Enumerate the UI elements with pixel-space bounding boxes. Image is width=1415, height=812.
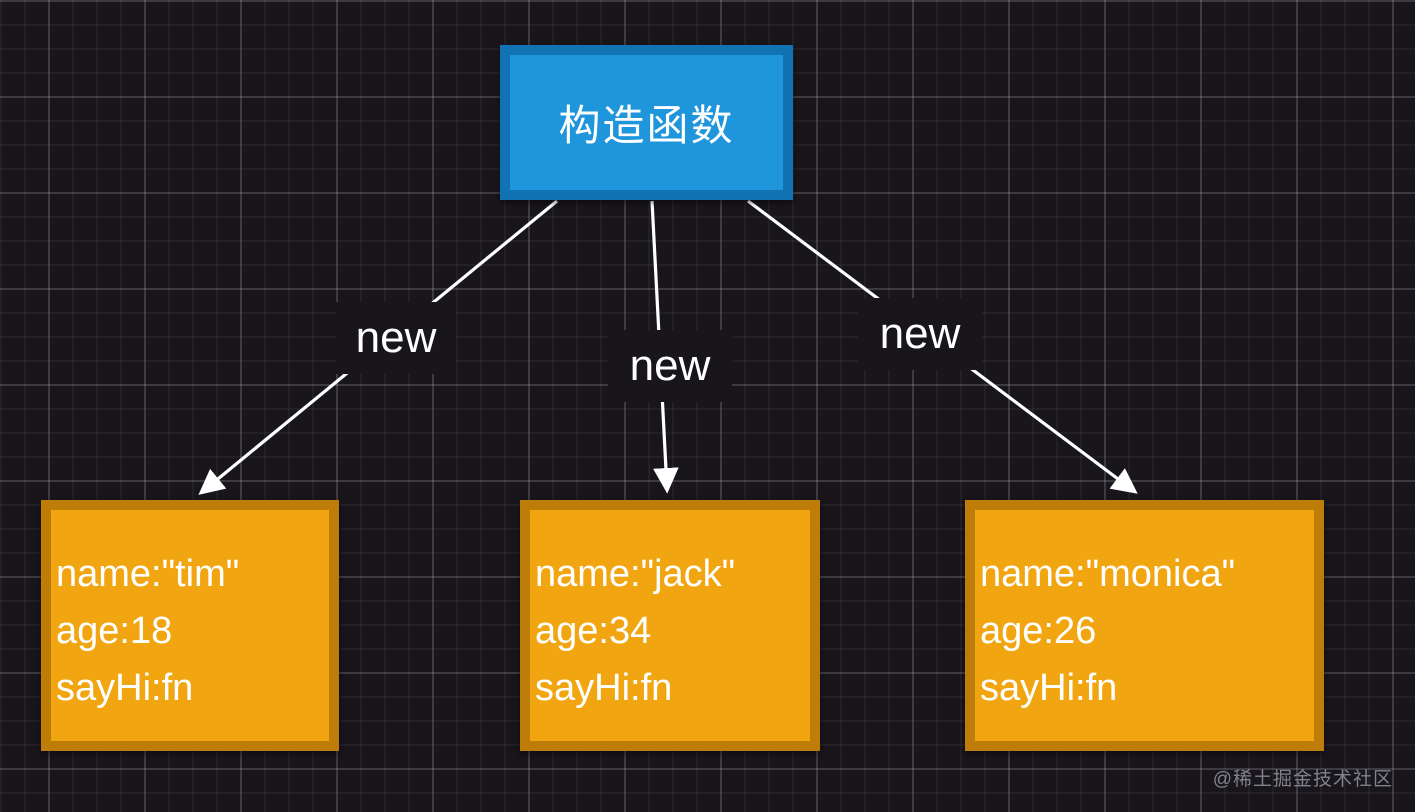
property-name: name:"monica" <box>980 553 1236 595</box>
property-sayhi: sayHi:fn <box>535 667 673 709</box>
property-age: age:18 <box>56 610 173 652</box>
property-name: name:"jack" <box>535 553 736 595</box>
edge-label-text: new <box>629 341 711 390</box>
property-name: name:"tim" <box>56 553 240 595</box>
constructor-function-node: 构造函数 <box>500 45 793 200</box>
property-sayhi: sayHi:fn <box>56 667 194 709</box>
property-sayhi: sayHi:fn <box>980 667 1118 709</box>
edge-label-new-left: new <box>336 302 456 374</box>
instance-node-jack: name:"jack" age:34 sayHi:fn <box>520 500 820 751</box>
watermark: @稀土掘金技术社区 <box>1212 769 1393 790</box>
constructor-function-label: 构造函数 <box>558 102 735 149</box>
edge-label-text: new <box>879 309 961 358</box>
edge-label-new-middle: new <box>608 330 732 402</box>
instance-node-monica: name:"monica" age:26 sayHi:fn <box>965 500 1324 751</box>
edge-label-new-right: new <box>858 298 982 370</box>
property-age: age:34 <box>535 610 652 652</box>
instance-node-tim: name:"tim" age:18 sayHi:fn <box>41 500 339 751</box>
edge-label-text: new <box>355 313 437 362</box>
property-age: age:26 <box>980 610 1097 652</box>
